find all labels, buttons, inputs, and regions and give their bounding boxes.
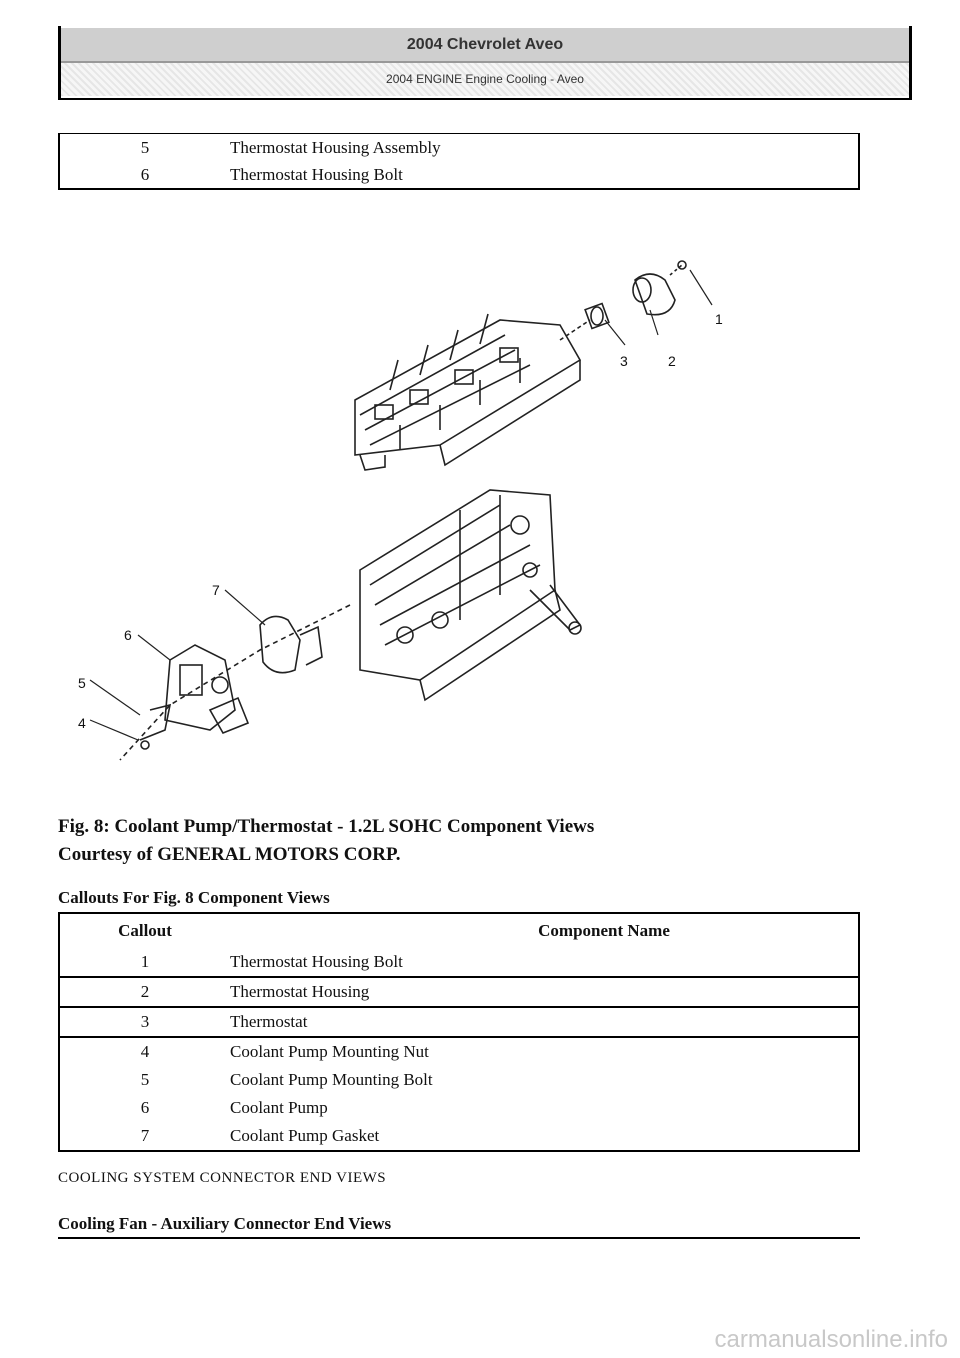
table-row: 7 Coolant Pump Gasket [59, 1122, 859, 1151]
page-header: 2004 Chevrolet Aveo 2004 ENGINE Engine C… [58, 26, 912, 98]
table-row: 4 Coolant Pump Mounting Nut [59, 1036, 859, 1066]
figure-caption: Fig. 8: Coolant Pump/Thermostat - 1.2L S… [58, 816, 595, 837]
table-row: 6 Coolant Pump [59, 1094, 859, 1122]
callouts-table-title: Callouts For Fig. 8 Component Views [58, 888, 330, 907]
header-subtitle: 2004 ENGINE Engine Cooling - Aveo [61, 63, 909, 96]
callout-number: 4 [59, 1036, 230, 1066]
component-name: Thermostat Housing [230, 976, 859, 1007]
callout-label: 2 [668, 353, 676, 369]
figure-courtesy: Courtesy of GENERAL MOTORS CORP. [58, 844, 401, 865]
component-name: Thermostat Housing Bolt [230, 164, 403, 184]
callout-number: 3 [59, 1006, 230, 1037]
callout-label: 7 [212, 582, 220, 598]
callout-label: 6 [124, 627, 132, 643]
component-name: Thermostat [230, 1006, 859, 1037]
watermark: carmanualsonline.info [714, 1326, 948, 1353]
callout-label: 3 [620, 353, 628, 369]
callouts-table: Callout Component Name 1 Thermostat Hous… [58, 912, 860, 1152]
callout-number: 1 [140, 952, 150, 971]
callout-number: 5 [140, 1070, 150, 1089]
continued-callouts-table: 5 Thermostat Housing Assembly 6 Thermost… [58, 133, 860, 190]
section-rule [58, 1237, 860, 1239]
table-row: 3 Thermostat [59, 1006, 859, 1037]
callout-label: 1 [715, 311, 723, 327]
table-row: 6 Thermostat Housing Bolt [59, 161, 859, 189]
callout-number: 7 [140, 1126, 150, 1145]
callout-number: 5 [140, 137, 150, 157]
callout-label: 4 [78, 715, 86, 731]
component-name: Thermostat Housing Bolt [230, 952, 403, 971]
column-header-callout: Callout [118, 921, 172, 940]
table-row: 5 Coolant Pump Mounting Bolt [59, 1066, 859, 1094]
component-name: Thermostat Housing Assembly [230, 137, 441, 157]
callout-number: 2 [59, 976, 230, 1007]
table-row: 2 Thermostat Housing [59, 976, 859, 1007]
component-name: Coolant Pump Mounting Nut [230, 1036, 859, 1066]
callout-number: 6 [140, 1098, 150, 1117]
callout-number: 6 [140, 164, 150, 184]
column-header-component: Component Name [538, 921, 670, 940]
header-divider [58, 98, 912, 100]
section-heading: COOLING SYSTEM CONNECTOR END VIEWS [58, 1170, 387, 1186]
table-row: 5 Thermostat Housing Assembly [59, 134, 859, 162]
component-name: Coolant Pump [230, 1098, 328, 1117]
callout-label: 5 [78, 675, 86, 691]
table-header-row: Callout Component Name [59, 913, 859, 948]
exploded-engine-diagram: 1 2 3 7 6 5 4 [78, 260, 723, 761]
table-row: 1 Thermostat Housing Bolt [59, 948, 859, 977]
header-title: 2004 Chevrolet Aveo [61, 28, 909, 63]
component-name: Coolant Pump Mounting Bolt [230, 1070, 433, 1089]
component-name: Coolant Pump Gasket [230, 1126, 380, 1145]
section-subheading: Cooling Fan - Auxiliary Connector End Vi… [58, 1214, 392, 1233]
